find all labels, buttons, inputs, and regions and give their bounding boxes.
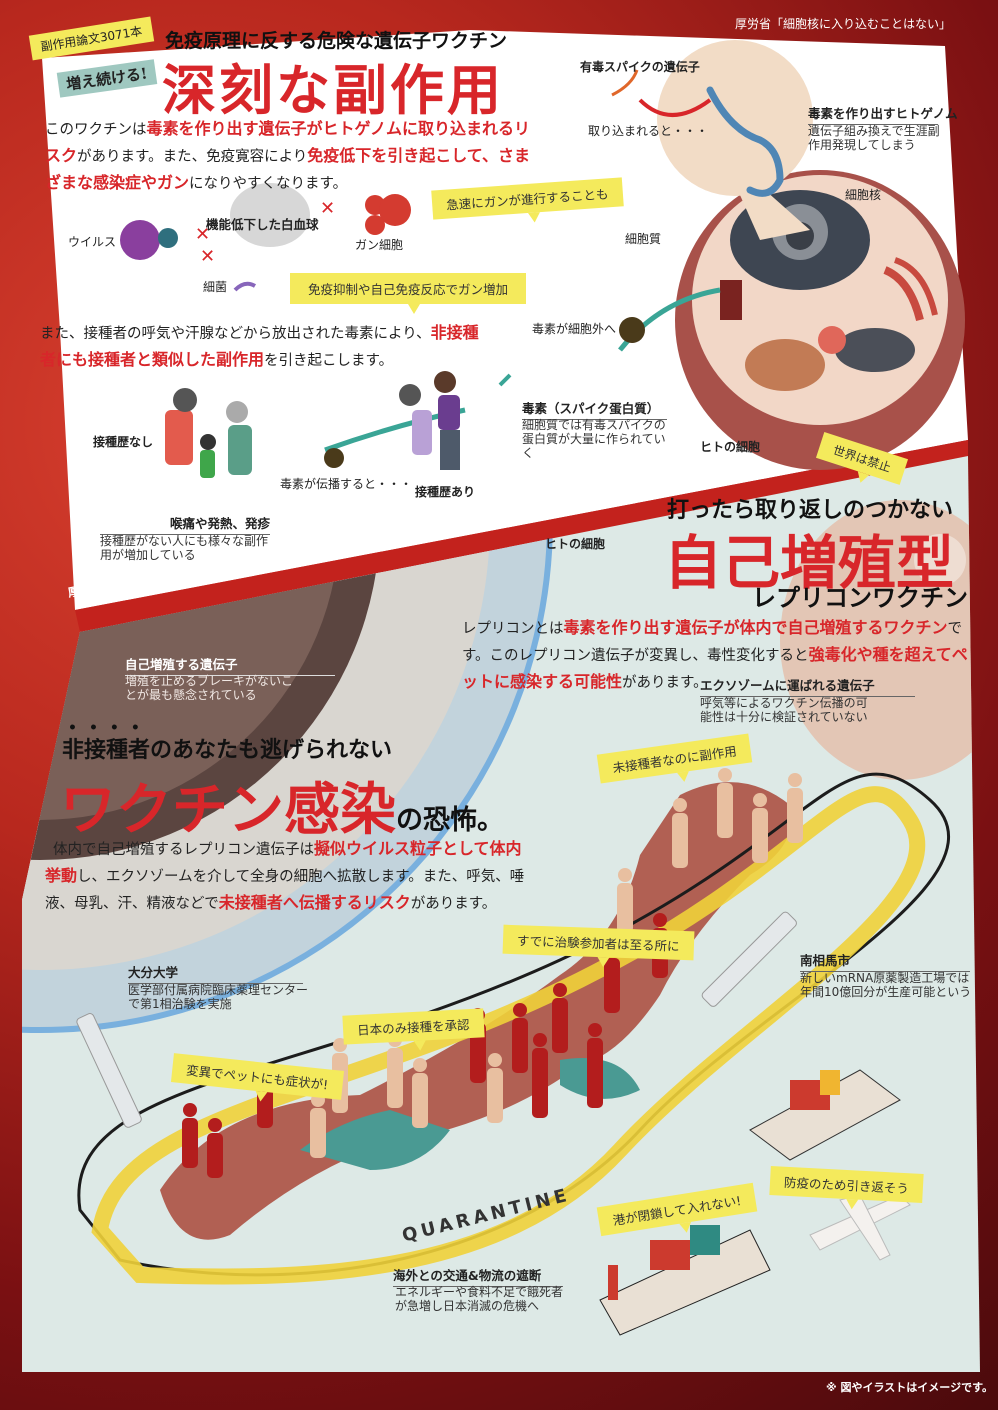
callout-cancer-increase: 免疫抑制や自己免疫反応でガン増加 — [290, 273, 527, 314]
highlight-text: 擬似ウイルス粒子として体内挙動 — [45, 839, 522, 885]
genome-desc: 遺伝子組み換えで生涯副作用発現してしまう — [808, 124, 940, 152]
section1-title: 深刻な副作用 — [162, 58, 504, 122]
bacteria-label: 細菌 — [203, 280, 228, 294]
section1-paragraph1: このワクチンは毒素を作り出す遺伝子がヒトゲノムに取り込まれるリスクがあります。ま… — [45, 116, 540, 197]
section2-title-sub: レプリコンワクチン — [752, 583, 968, 612]
section3-title-suffix: の恐怖。 — [396, 805, 504, 836]
body-text: を引き起こします。 — [264, 353, 394, 369]
cargo-ship-icon — [599, 1225, 771, 1336]
cytoplasm-label: 細胞質 — [625, 232, 662, 246]
body-text: です。このレプリコン遺伝子が変異し、毒性変化すると — [462, 621, 963, 664]
section1-paragraph2: また、接種者の呼気や汗腺などから放出された毒素により、非接種者にも接種者と類似し… — [40, 320, 490, 374]
emphasis-dots: •••• — [68, 720, 152, 736]
minamisoma-desc: 新しいmRNA原薬製造工場では年間10億回分が生産可能という — [800, 971, 972, 999]
section2-subtitle: 打ったら取り返しのつかない — [667, 497, 954, 523]
syringe-icon — [701, 911, 797, 1007]
logistics-title: 海外との交通&物流の遮断 — [393, 1265, 563, 1287]
minamisoma-title: 南相馬市 — [800, 950, 970, 972]
svg-text:✕: ✕ — [200, 246, 215, 267]
genome-title: 毒素を作り出すヒトゲノム — [808, 103, 958, 125]
highlight-text: 毒素を作り出す遺伝子が体内で自己増殖するワクチン — [563, 618, 948, 637]
body-text: し、エクソゾームを介して全身の細胞へ拡散します。また、呼気、唾液、母乳、汗、精液… — [45, 869, 525, 912]
svg-text:✕: ✕ — [320, 198, 335, 219]
toxin-title: 毒素（スパイク蛋白質） — [522, 398, 667, 420]
section2-paragraph: レプリコンとは毒素を作り出す遺伝子が体内で自己増殖するワクチンです。このレプリコ… — [462, 615, 974, 696]
virus-label: ウイルス — [68, 235, 117, 249]
highlight-text: 未接種者へ伝播するリスク — [218, 893, 411, 912]
body-text: 体内で自己増殖するレプリコン遺伝子は — [53, 842, 314, 858]
syringe-icon — [76, 1013, 142, 1128]
symptoms-title: 喉痛や発熱、発疹 — [100, 513, 270, 535]
symptoms-desc: 接種歴がない人にも様々な副作用が増加している — [100, 534, 269, 562]
section2-title: 自己増殖型 — [664, 529, 955, 597]
body-text: また、接種者の呼気や汗腺などから放出された毒素により、 — [40, 326, 431, 342]
section3-subtitle-text: 非接種者のあなたも逃げられない — [62, 737, 393, 763]
toxin-out-label: 毒素が細胞外へ — [532, 322, 617, 336]
airplane-icon — [809, 1194, 911, 1261]
cancer-cell-icon — [379, 194, 411, 226]
exosome-desc: 呼気等によるワクチン伝播の可能性は十分に検証されていない — [700, 696, 868, 724]
spread-label: 毒素が伝播すると・・・ — [280, 477, 413, 491]
poison-bottle-icon — [324, 448, 344, 468]
section1-subtitle: 免疫原理に反する危険な遺伝子ワクチン — [165, 30, 508, 52]
body-text: があります。 — [622, 675, 708, 691]
body-text: このワクチンは — [45, 122, 147, 138]
highlight-text: 非接種者にも接種者と類似した副作用 — [40, 323, 479, 369]
white-blood-cell-label: 機能低下した白血球 — [206, 217, 319, 232]
oita-title: 大分大学 — [128, 962, 303, 984]
svg-text:✕: ✕ — [195, 224, 210, 245]
spike-gene-label: 有毒スパイクの遺伝子 — [580, 60, 700, 74]
human-cell-label: ヒトの細胞 — [700, 440, 761, 454]
body-text: があります。 — [410, 896, 497, 912]
section3-subtitle: •••• 非接種者のあなたも逃げられない — [62, 720, 393, 764]
highlight-text: 毒素を作り出す遺伝子がヒトゲノムに取り込まれるリスク — [45, 119, 531, 165]
section3-title: ワクチン感染の恐怖。 — [60, 765, 504, 846]
virus-icon — [120, 220, 160, 260]
exosome-title: エクソゾームに運ばれる遺伝子 — [700, 675, 915, 697]
header-note: 厚労省「細胞核に入り込むことはない」 — [735, 17, 952, 31]
cancer-cell-label: ガン細胞 — [355, 238, 404, 252]
unvaccinated-label: 接種歴なし — [93, 435, 154, 449]
highlight-text: 免疫低下を引き起こして、さまざまな感染症やガン — [45, 146, 531, 192]
toxin-desc: 細胞質では有毒スパイクの蛋白質が大量に作られていく — [522, 418, 666, 460]
body-text: になりやすくなります。 — [189, 176, 348, 192]
highlight-text: 強毒化や種を超えてペットに感染する可能性 — [462, 645, 968, 691]
self-gene-title: 自己増殖する遺伝子 — [125, 654, 335, 676]
section3-title-main: ワクチン感染 — [60, 777, 396, 843]
footer-note: ※ 図やイラストはイメージです。 — [826, 1381, 993, 1394]
human-cell-label-lower: ヒトの細胞 — [545, 537, 606, 551]
poison-bottle-icon — [619, 317, 645, 343]
body-text: レプリコンとは — [462, 621, 564, 637]
cargo-ship-icon — [749, 1069, 901, 1161]
taken-in-label: 取り込まれると・・・ — [588, 124, 709, 138]
white-blood-cell-icon — [230, 183, 310, 247]
logistics-desc: エネルギーや食料不足で餓死者が急増し日本消滅の危機へ — [395, 1285, 564, 1313]
self-gene-desc: 増殖を止めるブレーキがないことが最も懸念されている — [125, 674, 294, 702]
vaccinated-label: 接種歴あり — [415, 485, 476, 499]
body-text: があります。また、免疫寛容により — [77, 149, 308, 165]
oita-desc: 医学部付属病院臨床薬理センターで第1相治験を実施 — [128, 983, 309, 1011]
section3-paragraph: 体内で自己増殖するレプリコン遺伝子は擬似ウイルス粒子として体内挙動し、エクソゾー… — [45, 836, 530, 917]
nucleus-label: 細胞核 — [845, 188, 882, 202]
